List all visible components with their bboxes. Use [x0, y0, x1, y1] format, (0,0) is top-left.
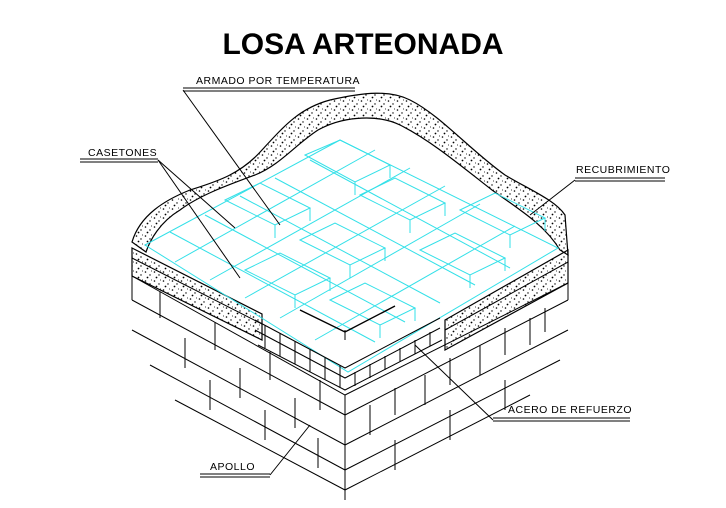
label-apoyo: APOLLO	[210, 461, 256, 473]
leader-lines	[80, 87, 665, 478]
reinforcing-steel	[254, 305, 443, 391]
label-armado-por-temperatura: ARMADO POR TEMPERATURA	[196, 75, 361, 87]
casetones-grid	[144, 139, 560, 373]
label-casetones: CASETONES	[88, 147, 158, 159]
label-recubrimiento: RECUBRIMIENTO	[576, 164, 671, 176]
masonry-support	[131, 275, 569, 500]
label-acero-de-refuerzo: ACERO DE REFUERZO	[508, 404, 633, 416]
diagram-title: LOSA ARTEONADA	[222, 28, 504, 61]
concrete-cover	[131, 92, 569, 352]
